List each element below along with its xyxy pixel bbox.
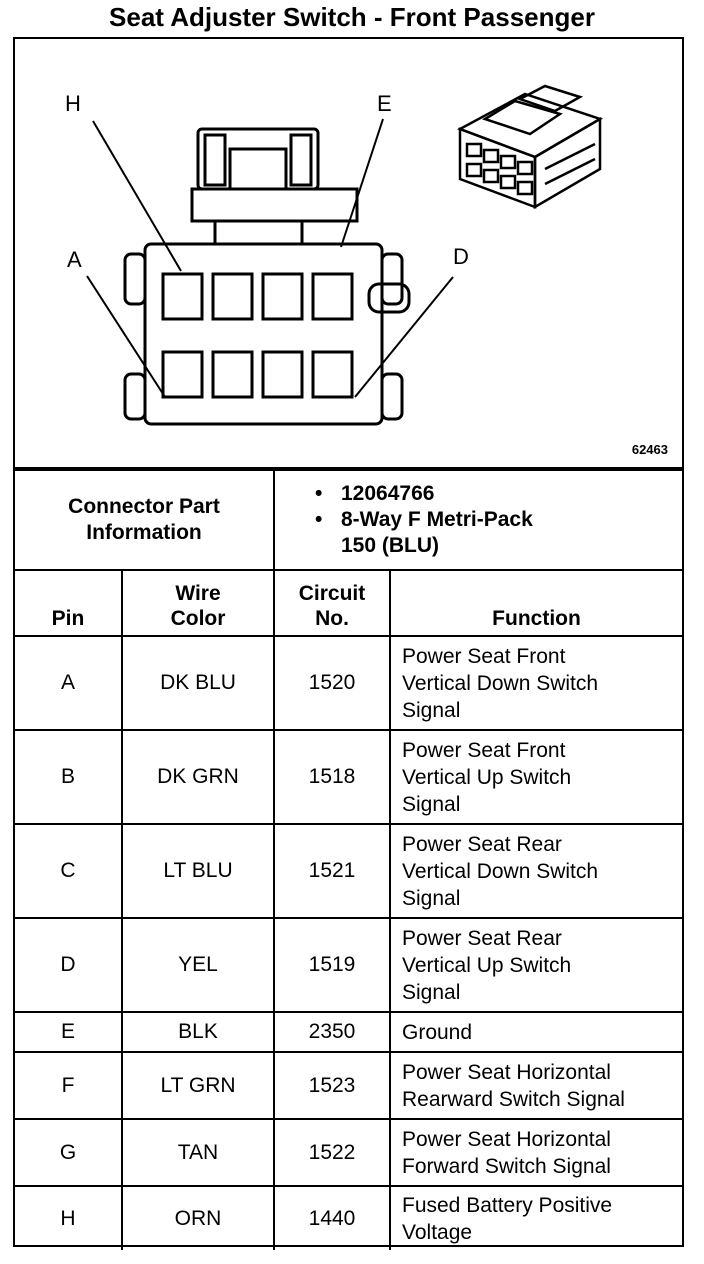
circuit-cell: 2350 xyxy=(273,1011,391,1053)
pinout-table: Connector Part Information 12064766 8-Wa… xyxy=(15,469,682,1250)
circuit-cell: 1519 xyxy=(273,917,391,1013)
function-line: Signal xyxy=(402,792,461,816)
circuit-cell: 1523 xyxy=(273,1051,391,1120)
function-line: Voltage xyxy=(402,1220,473,1244)
pin-cell: C xyxy=(15,823,123,919)
figure-number: 62463 xyxy=(631,442,668,457)
pin-label-d: D xyxy=(453,244,469,269)
circuit-cell: 1521 xyxy=(273,823,391,919)
connector-description-line1: 8-Way F Metri-Pack xyxy=(341,508,533,531)
function-line: Ground xyxy=(402,1020,473,1044)
header-wire-color: Wire Color xyxy=(121,569,275,636)
function-line: Power Seat Rear xyxy=(402,832,562,856)
function-line: Power Seat Horizontal xyxy=(402,1127,611,1151)
header-pin: Pin xyxy=(15,569,123,636)
connector-info-values: 12064766 8-Way F Metri-Pack 150 (BLU) xyxy=(273,469,682,571)
connector-part-number: 12064766 xyxy=(315,481,682,507)
circuit-cell: 1518 xyxy=(273,729,391,825)
connector-info-row: Connector Part Information 12064766 8-Wa… xyxy=(15,469,682,571)
circuit-cell: 1522 xyxy=(273,1118,391,1187)
wire-color-cell: BLK xyxy=(121,1011,275,1053)
wire-color-cell: LT GRN xyxy=(121,1051,275,1120)
connector-info-label: Connector Part Information xyxy=(15,469,275,571)
circuit-cell: 1520 xyxy=(273,635,391,731)
connector-description-line2: 150 (BLU) xyxy=(341,534,440,557)
header-row: Pin Wire Color Circuit No. Function xyxy=(15,569,682,636)
wire-color-cell: TAN xyxy=(121,1118,275,1187)
pin-cell: D xyxy=(15,917,123,1013)
header-wire-color-line1: Wire xyxy=(175,582,221,605)
wire-color-cell: LT BLU xyxy=(121,823,275,919)
pin-cell: F xyxy=(15,1051,123,1120)
connector-drawing xyxy=(86,84,604,426)
header-circuit-line2: No. xyxy=(315,607,349,630)
function-cell: Ground xyxy=(389,1011,682,1053)
function-line: Power Seat Front xyxy=(402,738,566,762)
connector-diagram: H E A D 62463 xyxy=(15,39,682,469)
function-line: Forward Switch Signal xyxy=(402,1154,611,1178)
wire-color-cell: ORN xyxy=(121,1185,275,1250)
pin-label-h: H xyxy=(65,91,81,116)
function-line: Vertical Down Switch xyxy=(402,859,599,883)
connector-description: 8-Way F Metri-Pack 150 (BLU) xyxy=(315,507,682,559)
header-circuit-line1: Circuit xyxy=(298,582,366,605)
function-line: Power Seat Rear xyxy=(402,926,562,950)
wire-color-cell: YEL xyxy=(121,917,275,1013)
header-function: Function xyxy=(389,569,682,636)
function-line: Signal xyxy=(402,886,461,910)
function-line: Power Seat Horizontal xyxy=(402,1060,611,1084)
wire-color-cell: DK BLU xyxy=(121,635,275,731)
pin-cell: G xyxy=(15,1118,123,1187)
circuit-cell: 1440 xyxy=(273,1185,391,1250)
function-line: Fused Battery Positive xyxy=(402,1193,613,1217)
pin-cell: H xyxy=(15,1185,123,1250)
function-line: Vertical Up Switch xyxy=(402,953,572,977)
pin-cell: B xyxy=(15,729,123,825)
wire-color-cell: DK GRN xyxy=(121,729,275,825)
connector-sheet: H E A D 62463 Connector Part Information… xyxy=(13,37,684,1250)
page-title: Seat Adjuster Switch - Front Passenger xyxy=(109,2,595,32)
function-line: Signal xyxy=(402,698,461,722)
function-line: Vertical Down Switch xyxy=(402,671,599,695)
header-wire-color-line2: Color xyxy=(170,607,226,630)
pin-cell: A xyxy=(15,635,123,731)
function-line: Signal xyxy=(402,980,461,1004)
function-line: Power Seat Front xyxy=(402,644,566,668)
header-circuit: Circuit No. xyxy=(273,569,391,636)
function-line: Rearward Switch Signal xyxy=(402,1087,625,1111)
connector-info-label-line1: Connector Part xyxy=(68,495,220,518)
pin-label-a: A xyxy=(67,247,82,272)
function-line: Vertical Up Switch xyxy=(402,765,572,789)
pin-label-e: E xyxy=(377,91,392,116)
pin-cell: E xyxy=(15,1011,123,1053)
connector-info-label-line2: Information xyxy=(86,521,202,544)
